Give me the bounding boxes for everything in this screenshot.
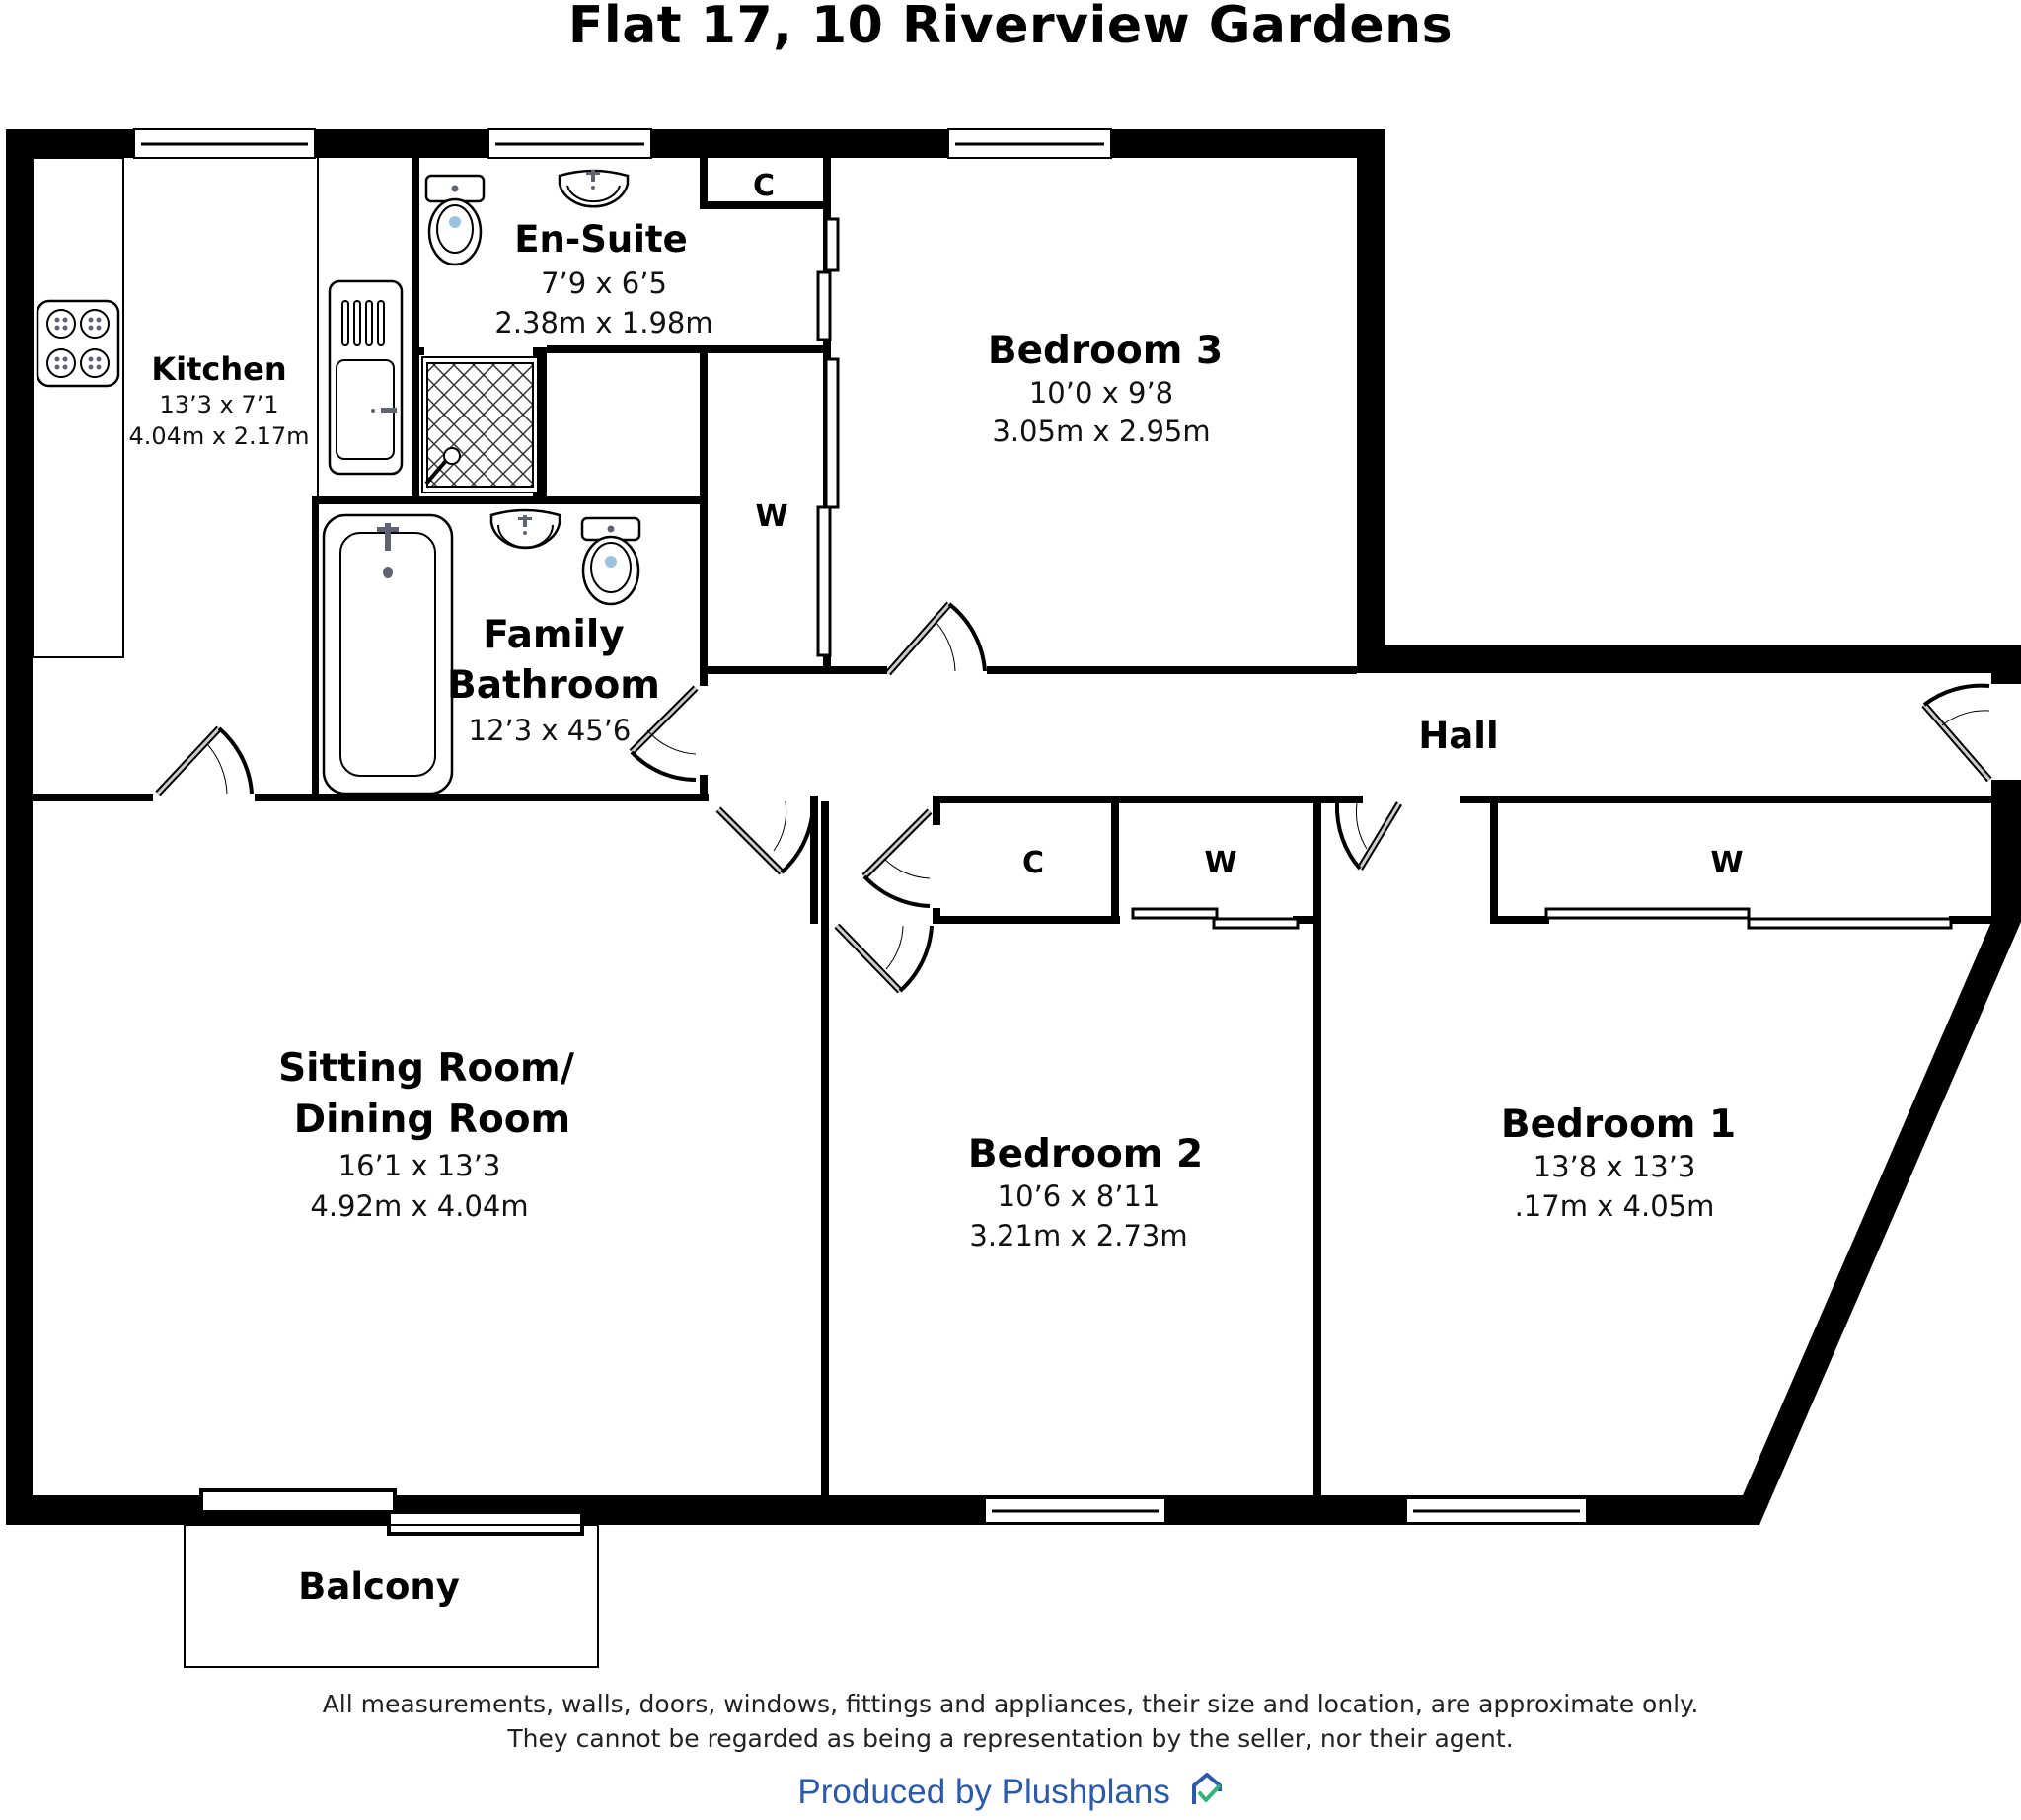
window-kitchen xyxy=(133,128,316,159)
kitchen-sink-icon xyxy=(328,279,404,476)
room-imperial: 13’8 x 13’3 xyxy=(1534,1150,1696,1183)
hob-icon xyxy=(36,299,120,388)
ensuite-toilet-icon xyxy=(424,174,486,266)
room-imperial: 16’1 x 13’3 xyxy=(338,1149,501,1182)
room-hall: Hall xyxy=(1418,715,1498,757)
room-metric: 4.92m x 4.04m xyxy=(310,1189,528,1223)
door-bedroom3 xyxy=(885,601,987,676)
room-metric: 3.21m x 2.73m xyxy=(969,1219,1187,1252)
balcony-sliding-door xyxy=(199,1488,584,1536)
doors xyxy=(155,601,1992,994)
room-name: En-Suite xyxy=(514,218,687,261)
door-family-bathroom xyxy=(629,685,699,782)
bathroom-basin-icon xyxy=(489,508,561,550)
window-ensuite xyxy=(487,128,652,159)
wardrobe-label: W xyxy=(1204,846,1236,880)
room-metric: .17m x 4.05m xyxy=(1515,1189,1715,1223)
room-bedroom2: Bedroom 2 10’6 x 8’11 3.21m x 2.73m xyxy=(968,1132,1203,1252)
bathroom-toilet-icon xyxy=(580,516,641,606)
window-bedroom1 xyxy=(1405,1497,1588,1524)
disclaimer-line-2: They cannot be regarded as being a repre… xyxy=(507,1724,1514,1753)
kitchen-units xyxy=(32,157,319,658)
room-imperial: 13’3 x 7’1 xyxy=(159,391,278,418)
door-sitting-room xyxy=(715,800,816,875)
door-kitchen xyxy=(155,725,254,796)
room-name: Hall xyxy=(1418,715,1498,757)
door-entrance xyxy=(1921,683,1992,783)
room-imperial: 7’9 x 6’5 xyxy=(541,266,667,300)
door-bedroom1 xyxy=(1334,801,1402,871)
disclaimer-line-1: All measurements, walls, doors, windows,… xyxy=(322,1690,1699,1718)
room-metric: 3.05m x 2.95m xyxy=(992,415,1210,448)
window-bedroom3 xyxy=(947,128,1112,159)
room-ensuite: En-Suite 7’9 x 6’5 2.38m x 1.98m xyxy=(494,218,712,340)
outer-walls xyxy=(6,129,2021,1525)
room-sitting-room: Sitting Room/ Dining Room 16’1 x 13’3 4.… xyxy=(278,1046,575,1223)
room-name-line2: Dining Room xyxy=(294,1098,570,1142)
room-bedroom3: Bedroom 3 10’0 x 9’8 3.05m x 2.95m xyxy=(988,329,1223,448)
room-metric: 4.04m x 2.17m xyxy=(128,422,309,450)
room-balcony: Balcony xyxy=(298,1565,460,1608)
producer-text: Produced by Plushplans xyxy=(797,1772,1170,1811)
plan-title: Flat 17, 10 Riverview Gardens xyxy=(567,0,1454,55)
producer-credit: Produced by Plushplans xyxy=(0,1772,2021,1816)
room-kitchen: Kitchen 13’3 x 7’1 4.04m x 2.17m xyxy=(128,350,309,450)
room-name: Bedroom 3 xyxy=(988,329,1223,373)
cupboard-label: C xyxy=(1022,846,1044,880)
house-check-icon xyxy=(1190,1772,1224,1816)
room-family-bathroom: Family Bathroom 12’3 x 45’6 xyxy=(447,613,660,747)
door-hall-cupboard xyxy=(861,808,933,908)
window-bedroom2 xyxy=(984,1497,1166,1524)
room-name-line2: Bathroom xyxy=(447,663,660,708)
windows xyxy=(133,128,1588,1536)
room-name: Bedroom 1 xyxy=(1501,1102,1736,1147)
room-name: Balcony xyxy=(298,1565,460,1608)
door-bedroom2 xyxy=(834,923,934,994)
room-imperial: 10’0 x 9’8 xyxy=(1029,376,1173,410)
wardrobe-label: W xyxy=(1710,846,1743,880)
cupboard-label: C xyxy=(753,169,775,203)
room-name: Kitchen xyxy=(151,350,286,388)
room-metric: 2.38m x 1.98m xyxy=(494,306,712,340)
room-bedroom1: Bedroom 1 13’8 x 13’3 .17m x 4.05m xyxy=(1501,1102,1736,1223)
shower-tray-icon xyxy=(421,356,539,493)
ensuite-basin-icon xyxy=(558,169,630,208)
room-imperial: 10’6 x 8’11 xyxy=(998,1179,1160,1213)
room-name: Bedroom 2 xyxy=(968,1132,1203,1176)
room-name-line1: Sitting Room/ xyxy=(278,1046,575,1091)
wardrobe-label: W xyxy=(755,499,787,534)
balcony-outline xyxy=(184,1524,599,1668)
sliding-doors xyxy=(816,217,1953,930)
room-imperial: 12’3 x 45’6 xyxy=(469,714,632,747)
bath-icon xyxy=(322,513,454,796)
room-name-line1: Family xyxy=(483,613,624,657)
